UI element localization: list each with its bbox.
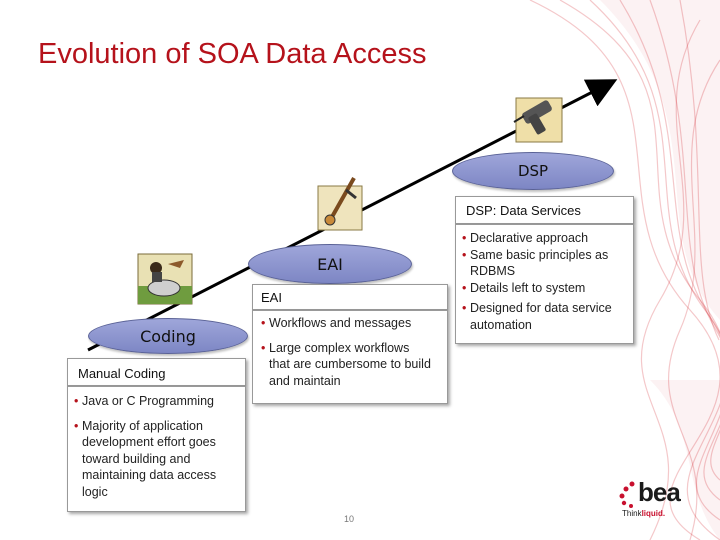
- hand-drill-icon: [317, 177, 363, 231]
- eai-details-box: Workflows and messages Large complex wor…: [252, 310, 448, 404]
- dsp-box-title: DSP: Data Services: [466, 203, 581, 218]
- coding-box-title: Manual Coding: [78, 366, 166, 381]
- list-item: Workflows and messages: [259, 315, 433, 332]
- list-item: Majority of application development effo…: [72, 418, 235, 501]
- eai-box-title: EAI: [261, 290, 282, 305]
- dsp-bullet-list: Declarative approach Same basic principl…: [456, 225, 633, 333]
- list-item: Declarative approach: [460, 230, 625, 247]
- list-item: Large complex workflows that are cumbers…: [259, 340, 433, 390]
- logo-wordmark: bea: [638, 477, 681, 507]
- slide-title: Evolution of SOA Data Access: [38, 38, 427, 70]
- dsp-stage-ellipse: DSP: [452, 152, 614, 190]
- list-item: Same basic principles as RDBMS: [460, 247, 625, 280]
- coding-stage-ellipse: Coding: [88, 318, 248, 354]
- power-drill-icon: [513, 97, 563, 143]
- list-item: Details left to system: [460, 280, 625, 297]
- list-item: Designed for data service automation: [460, 300, 625, 333]
- bea-logo: bea Thinkliquid.: [618, 478, 698, 524]
- logo-tagline: Thinkliquid.: [622, 509, 665, 519]
- logo-tagline-think: Think: [622, 509, 642, 518]
- logo-dots-icon: [619, 481, 635, 508]
- farmer-plowing-icon: [137, 253, 193, 305]
- logo-tagline-liquid: liquid.: [641, 509, 666, 518]
- dsp-details-box: Declarative approach Same basic principl…: [455, 224, 634, 344]
- page-number: 10: [344, 514, 355, 524]
- dsp-title-box: DSP: Data Services: [455, 196, 634, 224]
- coding-bullet-list: Java or C Programming Majority of applic…: [68, 387, 245, 500]
- eai-stage-ellipse: EAI: [248, 244, 412, 284]
- eai-title-box: EAI: [252, 284, 448, 310]
- coding-details-box: Java or C Programming Majority of applic…: [67, 386, 246, 512]
- coding-title-box: Manual Coding: [67, 358, 246, 386]
- list-item: Java or C Programming: [72, 393, 235, 410]
- eai-bullet-list: Workflows and messages Large complex wor…: [253, 311, 447, 389]
